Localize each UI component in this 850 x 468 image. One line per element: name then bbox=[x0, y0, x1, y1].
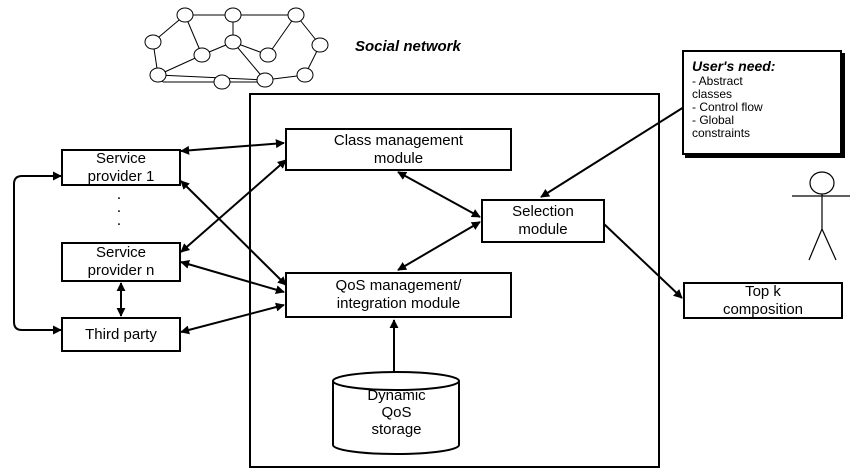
social-network-title: Social network bbox=[355, 38, 461, 55]
network-node bbox=[176, 7, 194, 23]
user-head bbox=[809, 171, 835, 195]
arrow-class-selection bbox=[397, 171, 481, 218]
box-label: module bbox=[518, 221, 568, 238]
box-label: Selection bbox=[512, 203, 574, 220]
selection-module-box: Selection module bbox=[481, 199, 605, 243]
network-node bbox=[311, 37, 329, 53]
third-party-box: Third party bbox=[61, 317, 181, 352]
user-need-item: constraints bbox=[692, 126, 751, 140]
box-label: module bbox=[373, 149, 424, 167]
network-node bbox=[193, 47, 211, 63]
box-label: Top k bbox=[745, 282, 781, 300]
storage-label: Dynamic QoS storage bbox=[333, 387, 460, 438]
connectors bbox=[13, 106, 685, 383]
user-need-note: User's need: - Abstract classes - Contro… bbox=[682, 50, 842, 155]
user-need-item: - Abstract bbox=[692, 74, 743, 88]
box-label: provider n bbox=[87, 262, 155, 279]
box-label: composition bbox=[722, 300, 804, 318]
service-provider-n-box: Service provider n bbox=[61, 242, 181, 282]
storage-cylinder bbox=[332, 371, 460, 455]
network-node bbox=[144, 34, 162, 50]
arrow-providern-class bbox=[180, 159, 287, 253]
box-label: provider 1 bbox=[87, 167, 155, 185]
network-node bbox=[224, 34, 242, 50]
user-need-item: classes bbox=[692, 87, 733, 101]
system-container bbox=[249, 93, 660, 468]
user-need-item: - Control flow bbox=[692, 100, 763, 114]
arrow-selection-topk bbox=[603, 223, 683, 299]
box-label: Service bbox=[95, 244, 147, 261]
user-stick-figure bbox=[792, 171, 850, 261]
box-label: Third party bbox=[85, 325, 157, 343]
top-k-composition-box: Top k composition bbox=[683, 282, 843, 319]
box-label: Service bbox=[95, 149, 147, 167]
network-node bbox=[256, 72, 274, 88]
storage-label-line: Dynamic bbox=[367, 387, 426, 404]
network-node bbox=[213, 74, 231, 90]
box-label: Class management bbox=[333, 131, 464, 149]
user-need-item: - Global bbox=[692, 113, 735, 127]
network-node bbox=[224, 7, 242, 23]
social-network-nodes bbox=[144, 7, 329, 90]
network-node bbox=[149, 67, 167, 83]
storage-label-line: QoS bbox=[381, 404, 412, 421]
ellipsis-dots: . . . bbox=[116, 186, 122, 229]
network-node bbox=[287, 7, 305, 23]
arrow-qos-selection bbox=[397, 221, 481, 271]
arrow-thirdparty-qos bbox=[180, 302, 285, 335]
storage-label-line: storage bbox=[371, 421, 422, 438]
qos-management-module-box: QoS management/ integration module bbox=[285, 272, 512, 318]
arrow-provider1-class bbox=[180, 139, 285, 155]
service-provider-1-box: Service provider 1 bbox=[61, 149, 181, 186]
network-node bbox=[296, 67, 314, 83]
class-management-module-box: Class management module bbox=[285, 128, 512, 171]
user-need-heading: User's need: bbox=[692, 58, 776, 74]
arrow-loop-provider1-thirdparty bbox=[13, 171, 62, 335]
arrow-providern-qos bbox=[180, 259, 285, 295]
network-node bbox=[259, 47, 277, 63]
box-label: QoS management/ bbox=[335, 277, 462, 294]
arrow-userneed-selection bbox=[540, 106, 685, 198]
box-label: integration module bbox=[336, 295, 461, 312]
